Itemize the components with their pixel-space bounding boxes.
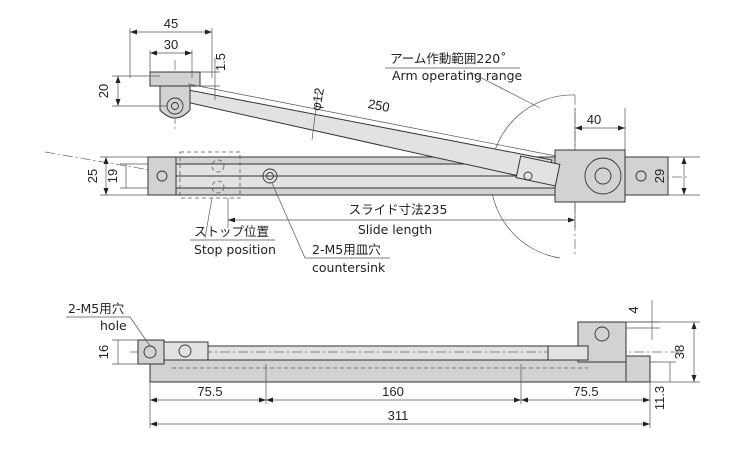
side-right-end: [625, 355, 651, 383]
arrow-slide-right: [568, 217, 575, 223]
dim-20: 20: [96, 84, 111, 98]
side-rail-base: [149, 359, 651, 383]
right-block-hole: [635, 170, 647, 182]
countersink-hole-inner: [266, 172, 274, 180]
top-view: 45 30 1.5 20 250 φ12 アーム作動範囲220˚ Arm ope…: [44, 16, 700, 275]
dim-11-3: 11.3: [652, 386, 667, 410]
arm-range-jp: アーム作動範囲220˚: [390, 51, 506, 66]
dim-16: 16: [96, 345, 111, 359]
left-block-hole: [156, 170, 168, 182]
dim-1-5: 1.5: [213, 53, 228, 71]
hinge-circle-inner: [594, 167, 612, 185]
centerline-left: [44, 151, 151, 171]
arrow-311-left: [150, 421, 157, 427]
dim-38: 38: [672, 345, 687, 359]
arrow-30-left: [150, 50, 157, 56]
arrow-20-bottom: [115, 99, 121, 106]
arrow-25-top: [103, 157, 109, 164]
arrow-311-right: [643, 421, 650, 427]
arrow-seg-2: [259, 397, 266, 403]
arrow-seg-1: [150, 397, 157, 403]
slide-jp: スライド寸法235: [349, 202, 448, 217]
arrow-29-bottom: [681, 188, 687, 195]
arrow-38-top: [691, 322, 697, 329]
dim-19: 19: [105, 169, 120, 183]
dim-75-5-left: 75.5: [197, 384, 222, 399]
arrow-29-top: [681, 157, 687, 164]
top-bracket-plate: [149, 71, 201, 87]
dim-45: 45: [164, 16, 178, 31]
arrow-45-right: [205, 29, 212, 35]
side-left-link: [163, 341, 209, 361]
arrow-seg-5: [521, 397, 528, 403]
stop-jp: ストップ位置: [194, 224, 269, 239]
leader-phi12: [311, 91, 319, 141]
top-bracket-body: [159, 85, 191, 119]
countersink-en: countersink: [312, 260, 386, 275]
dim-line-250: [187, 83, 557, 157]
arrow-20-top: [115, 76, 121, 83]
arrow-seg-4: [514, 397, 521, 403]
arrow-30-right: [185, 50, 192, 56]
leader-hole: [129, 316, 151, 347]
side-right-arm: [547, 345, 589, 361]
arrow-seg-3: [266, 397, 273, 403]
hinge-circle-outer: [584, 157, 622, 195]
dim-40: 40: [587, 112, 601, 127]
countersink-hole: [262, 168, 278, 184]
left-end-block: [147, 156, 177, 196]
arrow-seg-6: [643, 397, 650, 403]
arm-slider: [515, 155, 561, 187]
right-hinge-block: [554, 149, 626, 203]
arrow-slide-left: [228, 217, 235, 223]
dim-phi12: φ12: [308, 87, 327, 112]
stop-en: Stop position: [194, 242, 276, 257]
dim-25: 25: [85, 169, 100, 183]
dim-160: 160: [382, 384, 404, 399]
dim-75-5-right: 75.5: [573, 384, 598, 399]
arm-range-en: Arm operating range: [392, 68, 523, 83]
side-rail-top: [169, 345, 591, 361]
dim-311: 311: [388, 408, 409, 423]
dim-4: 4: [626, 306, 641, 313]
stop-pin-dashed-1: [211, 159, 225, 173]
dim-250: 250: [367, 96, 391, 115]
side-left-pivot: [178, 344, 192, 358]
top-bracket-pivot-inner: [171, 102, 179, 110]
slide-en: Slide length: [358, 222, 432, 237]
arrow-45-left: [130, 29, 137, 35]
right-end-block: [624, 156, 669, 196]
stop-pin-dashed-2: [211, 180, 225, 194]
dim-30: 30: [164, 37, 178, 52]
leader-arm-range: [469, 71, 541, 109]
arrow-40-left: [575, 125, 582, 131]
leader-stop: [204, 197, 213, 239]
arm-slider-hole: [523, 171, 533, 181]
side-left-bracket: [137, 339, 165, 365]
countersink-jp: 2-M5用皿穴: [312, 242, 381, 257]
hole-en: hole: [100, 318, 127, 333]
hole-jp: 2-M5用穴: [68, 301, 125, 316]
stop-block-dashed: [179, 151, 241, 199]
leader-countersink: [271, 182, 306, 259]
side-view: 2-M5用穴 hole 16 4 38 11.3 7: [66, 300, 700, 428]
arrow-38-bottom: [691, 375, 697, 382]
arrow-25-bottom: [103, 188, 109, 195]
dim-29: 29: [652, 169, 667, 183]
side-right-pivot: [594, 326, 610, 342]
arrow-40-right: [618, 125, 625, 131]
